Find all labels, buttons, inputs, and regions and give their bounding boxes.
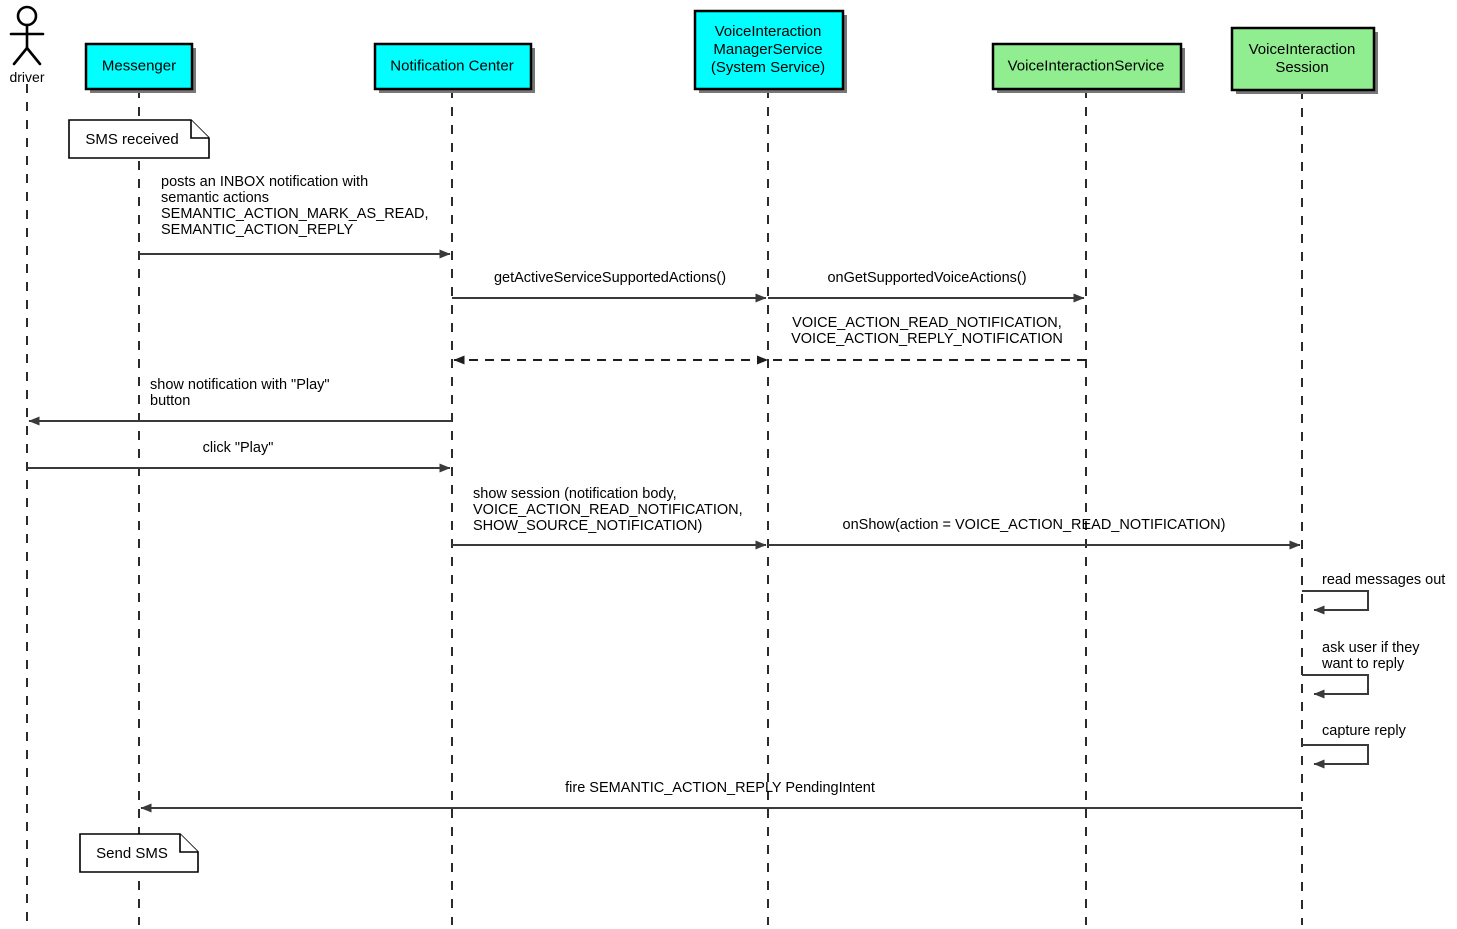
message-msg-click-play: click "Play" (27, 440, 451, 473)
message-label-msg-get-active-service-supported-actions: getActiveServiceSupportedActions() (494, 270, 726, 286)
self-call-label-selfcall-read-messages-out: read messages out (1322, 572, 1445, 588)
participant-label-session: VoiceInteraction (1249, 41, 1356, 58)
message-label-msg-show-session: VOICE_ACTION_READ_NOTIFICATION, (473, 502, 743, 518)
message-mid-arrowhead-msg-return-voice-actions (757, 355, 768, 365)
participant-label-vims: (System Service) (711, 59, 825, 76)
participant-notification[interactable]: Notification Center (373, 42, 535, 93)
self-call-arrow-selfcall-ask-user-reply (1302, 674, 1369, 699)
message-label-msg-return-voice-actions: VOICE_ACTION_REPLY_NOTIFICATION (791, 331, 1063, 347)
participant-label-session: Session (1275, 59, 1328, 76)
driver-actor-label: driver (9, 69, 44, 85)
message-label-msg-on-get-supported-voice-actions: onGetSupportedVoiceActions() (827, 270, 1026, 286)
message-label-msg-show-session: SHOW_SOURCE_NOTIFICATION) (473, 518, 702, 534)
message-label-msg-return-voice-actions: VOICE_ACTION_READ_NOTIFICATION, (792, 315, 1062, 331)
participants-layer: driver Messenger Notification Center VoiceI… (9, 5, 1378, 94)
participant-box-vis[interactable] (991, 42, 1183, 91)
participant-box-messenger[interactable] (84, 42, 194, 91)
participant-label-vims: ManagerService (713, 41, 822, 58)
note-send-sms-label: Send SMS (96, 845, 168, 862)
message-msg-return-voice-actions: VOICE_ACTION_READ_NOTIFICATION,VOICE_ACT… (453, 315, 1086, 365)
message-label-msg-post-notification: semantic actions (161, 190, 269, 206)
self-call-label-selfcall-capture-reply: capture reply (1322, 723, 1407, 739)
message-label-msg-post-notification: SEMANTIC_ACTION_REPLY (161, 222, 354, 238)
self-call-selfcall-capture-reply: capture reply (1302, 723, 1407, 769)
participant-label-messenger: Messenger (102, 57, 176, 74)
message-label-msg-show-notification-play: button (150, 393, 190, 409)
self-call-label-selfcall-ask-user-reply: want to reply (1321, 656, 1405, 672)
message-label-msg-on-show: onShow(action = VOICE_ACTION_READ_NOTIFI… (843, 517, 1226, 533)
self-call-arrow-selfcall-read-messages-out (1302, 590, 1369, 615)
participant-box-session[interactable] (1230, 26, 1376, 92)
message-label-msg-click-play: click "Play" (203, 440, 274, 456)
note-sms-received-label: SMS received (85, 131, 178, 148)
note-sms-received-fold-icon (190, 120, 209, 139)
message-label-msg-post-notification: posts an INBOX notification with (161, 174, 368, 190)
lifelines-layer (26, 84, 1303, 925)
message-msg-post-notification: posts an INBOX notification withsemantic… (139, 174, 451, 259)
message-msg-get-active-service-supported-actions: getActiveServiceSupportedActions() (452, 270, 767, 303)
message-msg-on-get-supported-voice-actions: onGetSupportedVoiceActions() (768, 270, 1085, 303)
participant-messenger[interactable]: Messenger (84, 42, 196, 93)
message-msg-fire-pending-intent: fire SEMANTIC_ACTION_REPLY PendingIntent (140, 780, 1302, 813)
participant-label-vims: VoiceInteraction (715, 23, 822, 40)
message-label-msg-show-session: show session (notification body, (473, 486, 677, 502)
note-sms-received[interactable]: SMS received (68, 119, 210, 159)
participant-box-notification[interactable] (373, 42, 533, 91)
self-call-selfcall-read-messages-out: read messages out (1302, 572, 1445, 615)
note-send-sms-fold-icon (179, 834, 198, 853)
self-call-arrow-selfcall-capture-reply (1302, 744, 1369, 769)
participant-vis[interactable]: VoiceInteractionService (991, 42, 1185, 93)
message-label-msg-show-notification-play: show notification with "Play" (150, 377, 330, 393)
participant-label-notification: Notification Center (390, 57, 513, 74)
self-call-label-selfcall-ask-user-reply: ask user if they (1322, 640, 1420, 656)
message-msg-show-notification-play: show notification with "Play"button (28, 377, 452, 426)
note-send-sms[interactable]: Send SMS (79, 833, 199, 873)
message-label-msg-fire-pending-intent: fire SEMANTIC_ACTION_REPLY PendingIntent (565, 780, 875, 796)
driver-actor-figure (9, 5, 45, 66)
messages-layer: posts an INBOX notification withsemantic… (27, 174, 1302, 813)
message-msg-show-session: show session (notification body,VOICE_AC… (452, 486, 767, 550)
note-send-sms-body[interactable] (79, 833, 199, 873)
message-label-msg-post-notification: SEMANTIC_ACTION_MARK_AS_READ, (161, 206, 429, 222)
participant-box-vims[interactable] (693, 9, 845, 91)
message-msg-on-show: onShow(action = VOICE_ACTION_READ_NOTIFI… (768, 517, 1301, 550)
note-sms-received-body[interactable] (68, 119, 210, 159)
participant-label-vis: VoiceInteractionService (1008, 57, 1165, 74)
